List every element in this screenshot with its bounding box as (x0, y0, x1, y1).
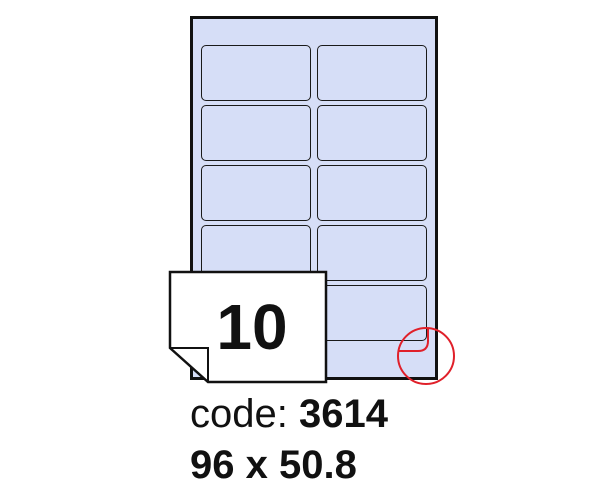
label-cell (201, 165, 311, 221)
cut-corner-tag-icon (168, 270, 328, 384)
label-count: 10 (216, 291, 288, 363)
label-cell (317, 285, 427, 341)
label-cell (201, 45, 311, 101)
label-count-badge: 10 (168, 270, 330, 384)
label-cell (201, 105, 311, 161)
peel-corner-icon (397, 327, 455, 385)
label-cell (317, 45, 427, 101)
label-cell (317, 165, 427, 221)
product-code-line: code: 3614 (190, 392, 388, 437)
label-cell (317, 225, 427, 281)
label-sheet (190, 16, 438, 380)
product-code-value: 3614 (298, 392, 388, 436)
product-code-label: code: (190, 392, 288, 436)
label-cell (317, 105, 427, 161)
label-dimensions: 96 x 50.8 (190, 443, 357, 487)
